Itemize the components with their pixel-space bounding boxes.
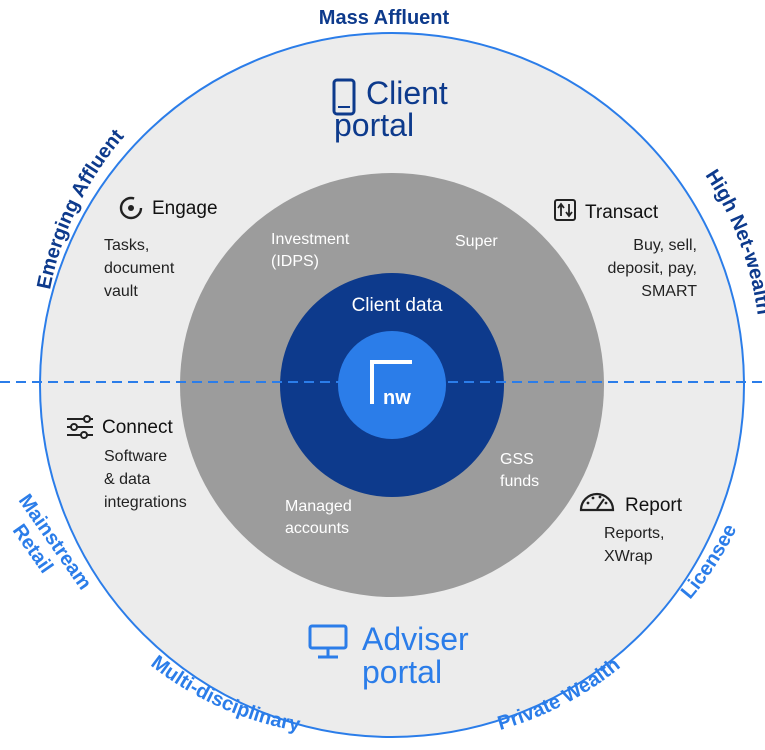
engage-desc-3: vault [104, 283, 138, 300]
managed-label: Managed [285, 498, 352, 515]
connect-desc-3: integrations [104, 494, 187, 511]
managed-sub-label: accounts [285, 520, 349, 537]
mobile-phone-icon [332, 78, 356, 116]
engage-desc-1: Tasks, [104, 237, 149, 254]
transact-desc-2: deposit, pay, [607, 260, 697, 277]
connect-desc-1: Software [104, 448, 167, 465]
report-feature[interactable]: Report Reports, XWrap [579, 492, 683, 565]
gss-sub-label: funds [500, 473, 539, 490]
core-label: Client data [352, 295, 443, 316]
super-label: Super [455, 233, 498, 250]
transact-title: Transact [585, 202, 659, 223]
report-desc-1: Reports, [604, 525, 664, 542]
sliders-icon [67, 415, 93, 439]
client-portal[interactable]: Client portal [332, 75, 448, 143]
connect-desc-2: & data [104, 471, 150, 488]
client-portal-label: Client [366, 75, 448, 111]
report-desc-2: XWrap [604, 548, 653, 565]
adviser-portal-sub-label: portal [362, 654, 442, 690]
engage-cycle-icon [119, 196, 143, 220]
connect-title: Connect [102, 417, 173, 438]
monitor-icon [308, 624, 348, 659]
engage-feature[interactable]: Engage Tasks, document vault [104, 196, 218, 300]
transact-desc-1: Buy, sell, [633, 237, 697, 254]
segment-mass-affluent: Mass Affluent [319, 7, 450, 29]
engage-desc-2: document [104, 260, 175, 277]
adviser-portal-label: Adviser [362, 621, 469, 657]
logo-text: nw [383, 387, 411, 409]
center-circle [338, 331, 446, 439]
gauge-icon [579, 492, 615, 512]
connect-feature[interactable]: Connect Software & data integrations [67, 415, 187, 511]
adviser-portal[interactable]: Adviser portal [308, 621, 469, 690]
nw-logo: nw [370, 360, 412, 409]
gss-label: GSS [500, 451, 534, 468]
engage-title: Engage [152, 198, 218, 219]
client-portal-sub-label: portal [334, 107, 414, 143]
transact-arrows-icon [554, 199, 576, 221]
transact-feature[interactable]: Transact Buy, sell, deposit, pay, SMART [554, 199, 697, 300]
transact-desc-3: SMART [641, 283, 697, 300]
investment-label: Investment [271, 231, 350, 248]
report-title: Report [625, 495, 683, 516]
investment-sub-label: (IDPS) [271, 253, 319, 270]
